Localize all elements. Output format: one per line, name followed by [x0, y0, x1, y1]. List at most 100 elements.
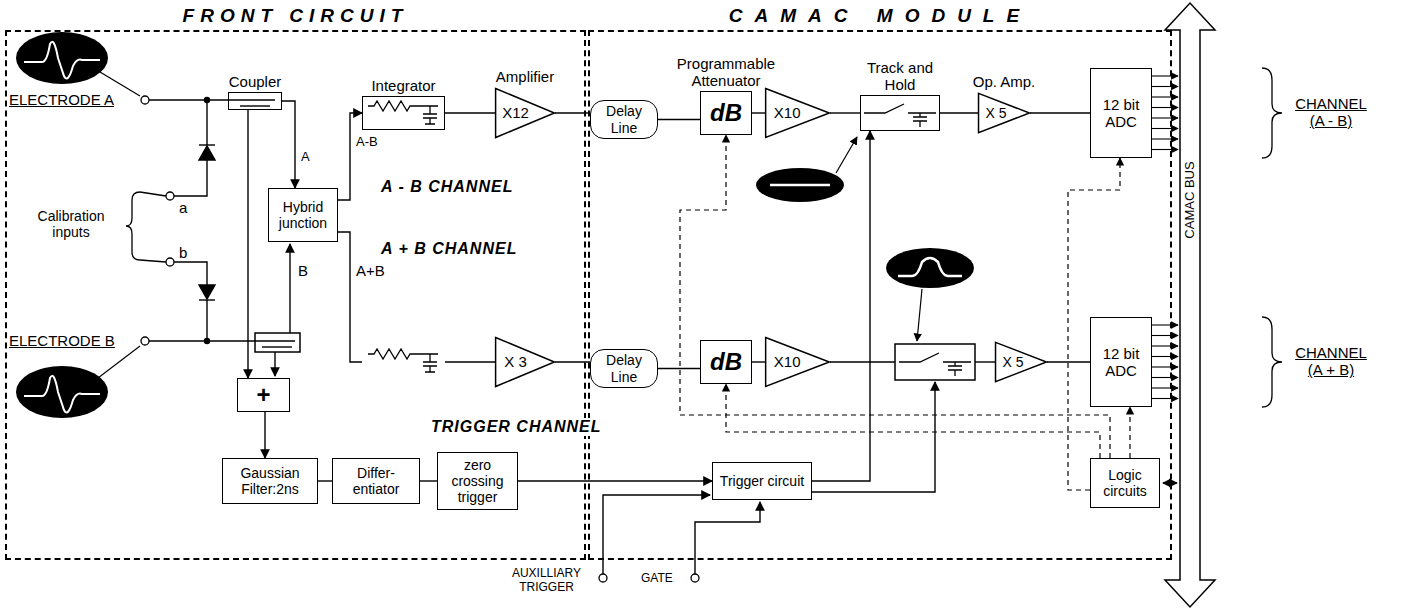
signal-name: A-B [355, 135, 379, 150]
track-hold-symbol [895, 344, 975, 380]
box-label: X 5 [986, 105, 1007, 121]
box-label: X 5 [1003, 354, 1024, 370]
bus-link [1163, 482, 1177, 483]
calibration-diode [199, 146, 215, 160]
logic-box: Logic circuits [1090, 458, 1160, 508]
block-title: Programmable Attenuator [670, 55, 782, 90]
box-label: Delay Line [595, 103, 653, 135]
track-hold-symbol [864, 104, 975, 380]
box-label: Differ-entiator [337, 465, 415, 497]
delay-line: Delay Line [590, 349, 658, 388]
signal-line [812, 131, 870, 481]
adc-output-line [1152, 377, 1178, 378]
signal-line [1030, 112, 1090, 113]
signal-line [420, 480, 437, 481]
output-label: CHANNEL (A - B) [1290, 95, 1372, 130]
attenuator-box: Programmable AttenuatordB [700, 91, 752, 135]
adc-output-line [1152, 128, 1178, 129]
waveform-callout [770, 184, 830, 187]
control-line [1068, 158, 1120, 490]
signal-name: B [297, 262, 309, 279]
adc-output-line [1152, 398, 1178, 399]
signal-wire [812, 382, 935, 492]
track-hold-symbol [864, 104, 936, 127]
signal-wire [338, 232, 362, 362]
terminal-name: ELECTRODE A [8, 91, 115, 108]
track-hold-symbol [899, 353, 971, 376]
box-label: + [256, 381, 270, 409]
box-body: zero crossing trigger [438, 453, 517, 509]
differentiator-box: Differ-entiator [332, 458, 420, 504]
signal-line [940, 112, 978, 113]
input-terminal [141, 96, 149, 104]
amplifier-triangle [766, 89, 830, 138]
signal-wire [206, 100, 207, 145]
signal-wire [830, 361, 895, 362]
trigger-circuit: Trigger circuit [712, 462, 812, 500]
box-body: Hybrid junction [269, 189, 337, 241]
signal-wire [174, 160, 207, 196]
box-body: 12 bit ADC [1091, 69, 1151, 157]
channel-name: A - B CHANNEL [380, 178, 514, 196]
signal-wire [149, 340, 295, 341]
trigger-box: zero crossing trigger [437, 452, 518, 510]
block-title: Op. Amp. [973, 73, 1036, 90]
box-label: Delay Line [595, 352, 653, 384]
box-body: + [238, 379, 289, 411]
camac-bus [1165, 3, 1215, 607]
adc-output-line [1152, 366, 1178, 367]
signal-line [658, 368, 700, 369]
waveform-callout [24, 42, 100, 79]
calibration-diode [199, 144, 215, 145]
camac-bus [1165, 3, 1215, 607]
adc-output-line [1152, 117, 1178, 118]
box-label: 12 bit ADC [1095, 96, 1147, 131]
calibration-diode [205, 98, 210, 103]
bracket [140, 260, 166, 262]
bracket [1262, 68, 1282, 158]
block-title: Track and Hold [860, 59, 940, 94]
signal-line [282, 101, 295, 188]
filter-box: Gaussian Filter:2ns [222, 458, 318, 504]
bracket [126, 68, 1282, 407]
box-body: Gaussian Filter:2ns [223, 459, 317, 503]
signal-line [445, 112, 495, 113]
input-terminal [691, 574, 699, 582]
summing-box: + [237, 378, 290, 412]
bus-name: CAMAC BUS [1183, 161, 1198, 238]
box-body: 12 bit ADC [1091, 318, 1151, 406]
adc-output-lines [1152, 76, 1178, 399]
coupler-box [255, 333, 300, 352]
signal-line [247, 110, 248, 378]
signal-line [1047, 361, 1090, 362]
adc-output-line [1152, 387, 1178, 388]
box-body: Differ-entiator [333, 459, 419, 503]
integrator-symbol [368, 101, 438, 111]
op-amp: X 5 [995, 342, 1047, 382]
amplifier: X10 [765, 88, 830, 138]
attenuator-box: dB [700, 340, 752, 384]
waveform-callout [756, 168, 844, 202]
channel-name: TRIGGER CHANNEL [430, 418, 603, 436]
signal-wire [289, 244, 290, 333]
block-title: Coupler [229, 73, 282, 90]
waveform-callout [917, 289, 922, 341]
signal-wire [174, 262, 207, 285]
control-line [1129, 407, 1130, 458]
adc-output-line [1152, 86, 1178, 87]
bus-link [1163, 482, 1177, 483]
delay-line: Delay Line [590, 100, 658, 139]
box-label: Gaussian Filter:2ns [227, 465, 313, 497]
box-body: X10 [765, 337, 830, 387]
box-body: X12 [495, 88, 555, 138]
waveform-callout [24, 376, 100, 413]
box-label: zero crossing trigger [442, 457, 513, 505]
signal-wire [975, 361, 995, 362]
box-body: X 5 [978, 93, 1030, 133]
signal-line [658, 119, 700, 120]
amplifier-triangle [766, 338, 830, 387]
input-terminal [141, 337, 149, 345]
box-label: X 3 [504, 353, 527, 370]
box-label: dB [710, 348, 742, 376]
terminal-name: a [178, 199, 188, 216]
